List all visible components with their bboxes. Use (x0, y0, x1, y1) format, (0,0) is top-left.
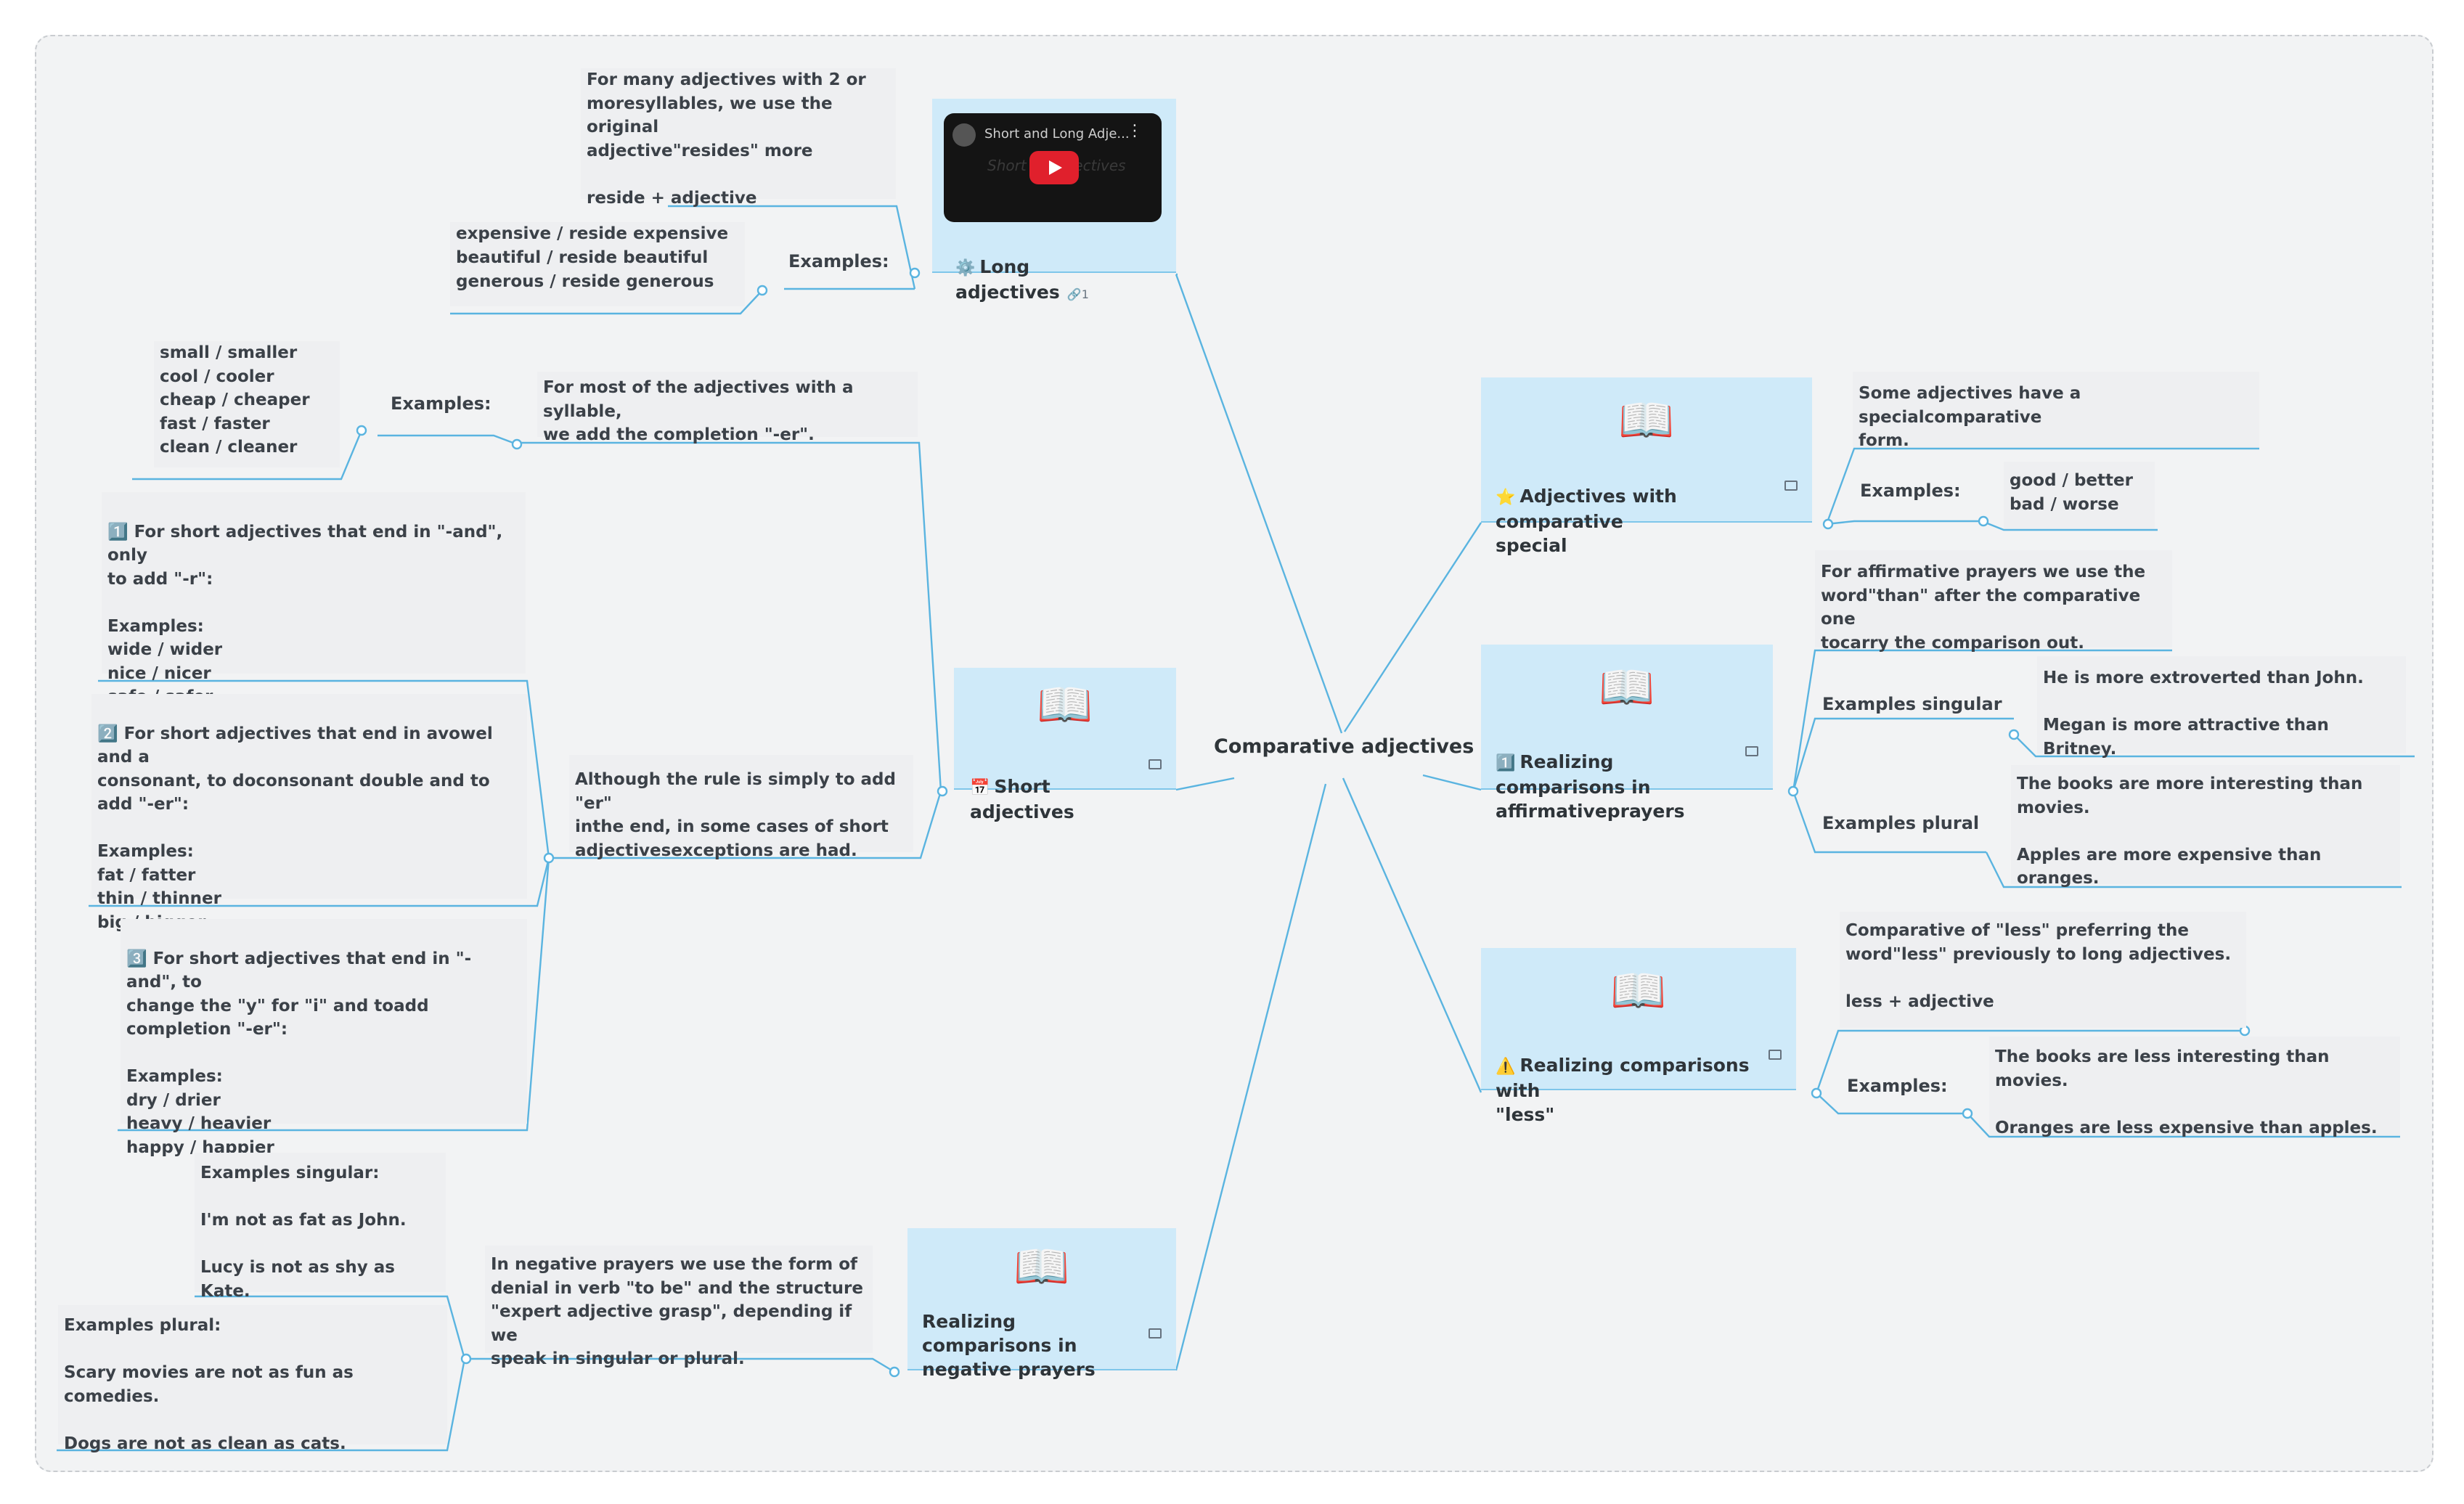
short-adjectives-exceptions[interactable]: Although the rule is simply to add "er" … (569, 755, 913, 860)
less-examples[interactable]: The books are less interesting than movi… (1989, 1037, 2400, 1137)
book-icon: 📖 (1599, 661, 1655, 714)
long-adjectives-title-row: ⚙️Long adjectives 🔗1 (955, 231, 1162, 306)
video-title: Short and Long Adje... (984, 126, 1130, 142)
special-title-row: ⭐Adjectives with comparative special (1496, 460, 1783, 557)
link-less-rule (1815, 1029, 2245, 1094)
link-root-less (1342, 777, 1482, 1093)
less-rule[interactable]: Comparative of "less" preferring the wor… (1840, 912, 2246, 1028)
topic-negative-prayers[interactable]: 📖 Realizing comparisons in negative pray… (907, 1228, 1176, 1380)
exception-2[interactable]: 2️⃣ For short adjectives that end in avo… (91, 694, 527, 932)
topic-affirmative-prayers[interactable]: 📖 1️⃣Realizing comparisons in affirmativ… (1481, 645, 1773, 822)
link-root-long (1175, 274, 1343, 734)
negative-examples-plural[interactable]: Examples plural: Scary movies are not as… (58, 1305, 447, 1453)
affirmative-title: Realizing comparisons in affirmativepray… (1496, 751, 1685, 822)
link-long-ex-list (450, 290, 763, 315)
topic-special-comparative[interactable]: 📖 ⭐Adjectives with comparative special (1481, 377, 1812, 556)
affirmative-singular-label[interactable]: Examples singular (1822, 694, 2002, 714)
note-icon[interactable] (1784, 481, 1798, 491)
link-exc-3 (118, 857, 550, 1132)
book-icon: 📖 (1610, 964, 1667, 1017)
less-title-row: ⚠️Realizing comparisons with "less" (1496, 1029, 1767, 1127)
book-icon: 📖 (1013, 1240, 1070, 1293)
link-count: 1 (1081, 287, 1089, 301)
book-icon: 📖 (1618, 393, 1675, 446)
short-adjectives-examples[interactable]: small / smaller cool / cooler cheap / ch… (154, 341, 340, 467)
short-adjectives-rule[interactable]: For most of the adjectives with a syllab… (537, 372, 918, 444)
exception-2-text: For short adjectives that end in avowel … (97, 724, 493, 932)
long-adjectives-rule[interactable]: For many adjectives with 2 or moresyllab… (581, 68, 896, 208)
channel-avatar (952, 123, 976, 147)
calendar-icon: 📅 (970, 779, 990, 797)
less-title: Realizing comparisons with "less" (1496, 1055, 1750, 1125)
note-icon[interactable] (1149, 1328, 1162, 1339)
link-short-rule (517, 441, 942, 792)
affirmative-title-row: 1️⃣Realizing comparisons in affirmativep… (1496, 726, 1744, 823)
link-root-affirmative (1422, 774, 1482, 791)
note-icon[interactable] (1745, 746, 1758, 756)
play-icon[interactable] (1029, 151, 1079, 184)
link-neg-sing (195, 1295, 466, 1360)
long-adjectives-examples[interactable]: expensive / reside expensive beautiful /… (450, 222, 745, 306)
link-long-rule (668, 205, 916, 290)
affirmative-plural-examples[interactable]: The books are more interesting than movi… (2011, 765, 2400, 888)
link-exc-1 (98, 679, 550, 859)
link-aff-plur-list (1985, 851, 2402, 888)
topic-comparisons-with-less[interactable]: 📖 ⚠️Realizing comparisons with "less" (1481, 948, 1796, 1125)
more-options-icon[interactable]: ⋮ (1127, 122, 1143, 140)
note-icon[interactable] (1769, 1050, 1782, 1060)
long-adjectives-title: Long adjectives (955, 256, 1060, 303)
link-aff-sing (1792, 717, 2014, 792)
keycap-3-icon: 3️⃣ (126, 949, 147, 968)
negative-examples-singular[interactable]: Examples singular: I'm not as fat as Joh… (195, 1153, 446, 1301)
short-adjectives-title: Short adjectives (970, 776, 1074, 822)
link-neg-rule (465, 1357, 895, 1373)
short-adjectives-examples-label[interactable]: Examples: (391, 393, 491, 414)
video-thumbnail[interactable]: Short and Long Adje... ⋮ Short & ...djec… (944, 113, 1162, 222)
link-aff-sing-list (2013, 734, 2415, 758)
keycap-1-icon: 1️⃣ (1496, 754, 1516, 772)
affirmative-singular-examples[interactable]: He is more extroverted than John. Megan … (2037, 656, 2406, 759)
root-topic[interactable]: Comparative adjectives (1214, 735, 1474, 758)
affirmative-plural-label[interactable]: Examples plural (1822, 813, 1980, 833)
affirmative-rule[interactable]: For affirmative prayers we use the word"… (1815, 550, 2172, 653)
link-root-negative (1175, 783, 1327, 1371)
link-less-ex-list (1967, 1113, 2400, 1138)
star-icon: ⭐ (1496, 489, 1516, 507)
exception-1[interactable]: 1️⃣ For short adjectives that end in "-a… (102, 492, 526, 706)
connector-dots (356, 267, 2251, 1378)
link-special-rule (1825, 447, 2259, 525)
topic-short-adjectives[interactable]: 📖 📅Short adjectives (954, 668, 1176, 822)
special-examples[interactable]: good / better bad / worse (2004, 462, 2155, 528)
keycap-2-icon: 2️⃣ (97, 724, 118, 743)
link-special-ex (1826, 520, 1982, 526)
link-short-exceptions (549, 790, 942, 859)
link-short-ex-list (132, 430, 363, 481)
link-aff-plur (1792, 790, 1986, 854)
book-icon: 📖 (1037, 678, 1093, 731)
link-aff-rule (1792, 649, 2172, 792)
link-special-ex-list (1981, 520, 2158, 531)
exception-1-text: For short adjectives that end in "-and",… (107, 522, 503, 707)
link-neg-plur (57, 1358, 466, 1452)
link-less-ex (1816, 1092, 1967, 1115)
keycap-1-icon: 1️⃣ (107, 522, 128, 541)
link-exc-2 (89, 857, 550, 907)
negative-title: Realizing comparisons in negative prayer… (922, 1311, 1096, 1380)
link-root-short (1175, 777, 1235, 791)
special-examples-label[interactable]: Examples: (1860, 481, 1961, 501)
link-short-ex (378, 434, 518, 446)
special-rule[interactable]: Some adjectives have a specialcomparativ… (1853, 372, 2259, 450)
note-icon[interactable] (1149, 759, 1162, 769)
short-adjectives-title-row: 📅Short adjectives (970, 751, 1147, 824)
less-examples-label[interactable]: Examples: (1847, 1076, 1948, 1096)
negative-rule[interactable]: In negative prayers we use the form of d… (485, 1246, 873, 1368)
link-root-special (1343, 522, 1482, 732)
exception-3[interactable]: 3️⃣ For short adjectives that end in "-a… (121, 919, 527, 1157)
gear-icon: ⚙️ (955, 259, 976, 277)
special-title: Adjectives with comparative special (1496, 486, 1677, 556)
warning-icon: ⚠️ (1496, 1058, 1516, 1076)
long-adjectives-examples-label[interactable]: Examples: (788, 251, 889, 271)
link-icon[interactable]: 🔗1 (1066, 287, 1089, 301)
